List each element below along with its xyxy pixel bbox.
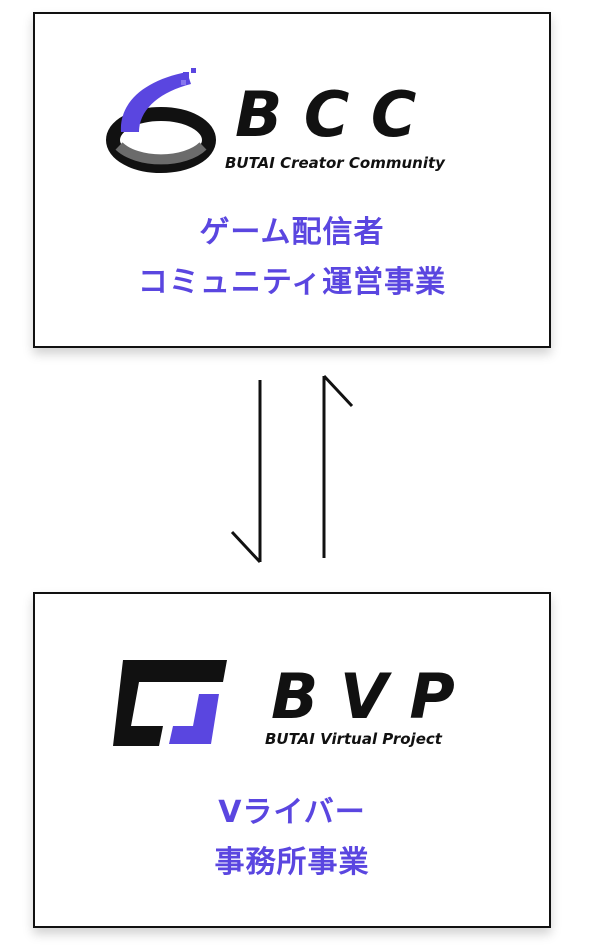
bvp-logo: B V P BUTAI Virtual Project (113, 660, 455, 748)
bvp-caption: Vライバー 事務所事業 (35, 788, 549, 888)
down-arrow-icon (230, 380, 262, 564)
bcc-logo: B C C BUTAI Creator Community (106, 68, 446, 173)
bvp-caption-line1: Vライバー (218, 795, 366, 830)
bcc-caption: ゲーム配信者 コミュニティ運営事業 (35, 208, 549, 308)
bcc-caption-line1: ゲーム配信者 (199, 215, 385, 250)
bcc-emblem-icon (106, 68, 216, 173)
bcc-logo-subtitle: BUTAI Creator Community (225, 154, 446, 172)
bvp-logo-mark: B V P (271, 660, 455, 733)
up-arrow-icon (322, 374, 354, 558)
bvp-emblem-icon (113, 660, 227, 746)
bcc-logo-mark: B C C (235, 78, 416, 151)
bcc-card: B C C BUTAI Creator Community ゲーム配信者 コミュ… (33, 12, 551, 348)
bvp-caption-line2: 事務所事業 (214, 845, 370, 880)
bcc-caption-line2: コミュニティ運営事業 (137, 265, 447, 300)
bvp-logo-subtitle: BUTAI Virtual Project (265, 730, 443, 748)
bvp-card: B V P BUTAI Virtual Project Vライバー 事務所事業 (33, 592, 551, 928)
